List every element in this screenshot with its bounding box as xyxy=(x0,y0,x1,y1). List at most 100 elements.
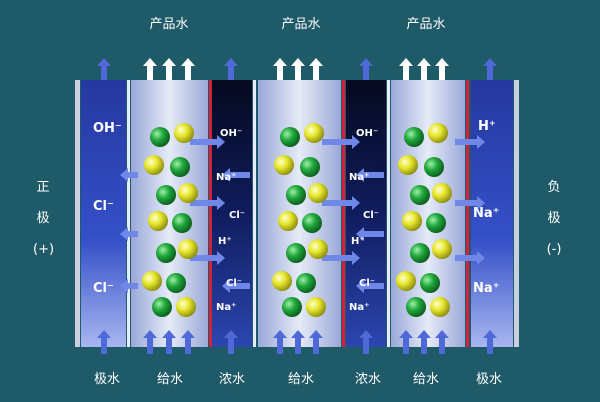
ion-sphere-3-4 xyxy=(424,157,444,177)
product-water-label-1: 产品水 xyxy=(149,17,189,32)
feed-water-label-2: 给水 xyxy=(287,372,314,387)
migration-arrow-4 xyxy=(120,227,138,241)
ion-sphere-3-1 xyxy=(404,127,424,147)
migration-arrow-5 xyxy=(190,251,225,265)
ion-sphere-1-4 xyxy=(170,157,190,177)
positive-label-line1: 正 xyxy=(36,180,50,195)
product-arrow-3-1 xyxy=(399,58,413,80)
feed-inflow-arrow-3-1 xyxy=(399,330,413,354)
ion-sphere-2-5 xyxy=(286,185,306,205)
ion-sphere-1-13 xyxy=(152,297,172,317)
membrane-6 xyxy=(466,80,469,347)
feed-inflow-arrow-2-2 xyxy=(291,330,305,354)
bottom-inflow-conc-1 xyxy=(224,330,238,354)
ion-oh-anode: OH⁻ xyxy=(93,121,122,136)
cathode-plate xyxy=(514,80,519,347)
positive-electrode-label: 正 极 (+) xyxy=(33,172,55,265)
migration-arrow-7 xyxy=(222,168,250,182)
ion-oh-conc1: OH⁻ xyxy=(220,128,243,139)
product-arrow-3-3 xyxy=(435,58,449,80)
ion-sphere-3-3 xyxy=(398,155,418,175)
ion-sphere-2-6 xyxy=(308,183,328,203)
ion-sphere-2-7 xyxy=(278,211,298,231)
ion-na-conc1-1: Na⁺ xyxy=(216,172,237,183)
ion-sphere-2-9 xyxy=(286,243,306,263)
ion-sphere-3-6 xyxy=(432,183,452,203)
ion-sphere-2-10 xyxy=(308,239,328,259)
product-water-label-3: 产品水 xyxy=(406,17,446,32)
ion-sphere-2-1 xyxy=(280,127,300,147)
negative-electrode-label: 负 极 (-) xyxy=(544,172,564,265)
bottom-inflow-cathode xyxy=(483,330,497,354)
electrode-water-label-right: 极水 xyxy=(475,372,502,387)
feed-inflow-arrow-1-3 xyxy=(181,330,195,354)
bottom-inflow-conc-2 xyxy=(359,330,373,354)
migration-arrow-16 xyxy=(455,196,485,210)
negative-label-line3: (-) xyxy=(546,242,562,257)
migration-arrow-3 xyxy=(190,196,225,210)
cathode-channel xyxy=(471,80,513,347)
ion-sphere-3-11 xyxy=(396,271,416,291)
feed-water-label-3: 给水 xyxy=(412,372,439,387)
ion-na-cathode-2: Na⁺ xyxy=(473,281,500,296)
ion-cl-conc2-2: Cl⁻ xyxy=(359,278,376,289)
product-water-label-2: 产品水 xyxy=(281,17,321,32)
ion-sphere-1-8 xyxy=(172,213,192,233)
ion-na-cathode-1: Na⁺ xyxy=(473,206,500,221)
ion-sphere-2-13 xyxy=(282,297,302,317)
ion-sphere-2-14 xyxy=(306,297,326,317)
feed-inflow-arrow-3-3 xyxy=(435,330,449,354)
ion-sphere-1-9 xyxy=(156,243,176,263)
top-outflow-cathode xyxy=(483,58,497,80)
ion-sphere-1-14 xyxy=(176,297,196,317)
ion-cl-conc2-1: Cl⁻ xyxy=(363,210,380,221)
ion-sphere-3-9 xyxy=(410,243,430,263)
ion-sphere-2-4 xyxy=(300,157,320,177)
product-arrow-2-1 xyxy=(273,58,287,80)
ion-oh-conc2: OH⁻ xyxy=(356,128,379,139)
concentrate-water-label-1: 浓水 xyxy=(218,372,245,387)
ion-h-conc1: H⁺ xyxy=(218,236,232,247)
migration-arrow-13 xyxy=(356,227,384,241)
top-outflow-conc-2 xyxy=(359,58,373,80)
membrane-1 xyxy=(127,80,130,347)
ion-sphere-2-2 xyxy=(304,123,324,143)
positive-label-line3: (+) xyxy=(33,242,55,257)
ion-cl-anode-1: Cl⁻ xyxy=(93,199,114,214)
ion-na-conc1-2: Na⁺ xyxy=(216,302,237,313)
product-arrow-2-3 xyxy=(309,58,323,80)
product-arrow-3-2 xyxy=(417,58,431,80)
ion-sphere-1-6 xyxy=(178,183,198,203)
ion-cl-anode-2: Cl⁻ xyxy=(93,281,114,296)
migration-arrow-9 xyxy=(322,135,360,149)
ion-sphere-2-12 xyxy=(296,273,316,293)
ion-sphere-1-5 xyxy=(156,185,176,205)
product-arrow-1-3 xyxy=(181,58,195,80)
anode-plate xyxy=(75,80,80,347)
negative-label-line2: 极 xyxy=(547,211,561,226)
ion-na-conc2-2: Na⁺ xyxy=(349,302,370,313)
concentrate-channel-1 xyxy=(212,80,252,347)
ion-sphere-3-2 xyxy=(428,123,448,143)
ion-h-conc2: H⁺ xyxy=(351,236,365,247)
concentrate-channel-2 xyxy=(346,80,386,347)
ion-sphere-3-8 xyxy=(426,213,446,233)
ion-sphere-1-3 xyxy=(144,155,164,175)
migration-arrow-2 xyxy=(120,168,138,182)
migration-arrow-15 xyxy=(455,135,485,149)
membrane-3 xyxy=(253,80,256,347)
product-arrow-2-2 xyxy=(291,58,305,80)
ion-sphere-1-7 xyxy=(148,211,168,231)
migration-arrow-1 xyxy=(190,135,225,149)
feed-inflow-arrow-1-1 xyxy=(143,330,157,354)
ion-sphere-3-7 xyxy=(402,211,422,231)
feed-inflow-arrow-1-2 xyxy=(162,330,176,354)
ion-sphere-1-10 xyxy=(178,239,198,259)
ion-cl-conc1-1: Cl⁻ xyxy=(229,210,246,221)
ion-sphere-3-13 xyxy=(406,297,426,317)
feed-inflow-arrow-2-1 xyxy=(273,330,287,354)
ion-sphere-2-3 xyxy=(274,155,294,175)
ion-sphere-2-11 xyxy=(272,271,292,291)
ion-na-conc2-1: Na⁺ xyxy=(349,172,370,183)
